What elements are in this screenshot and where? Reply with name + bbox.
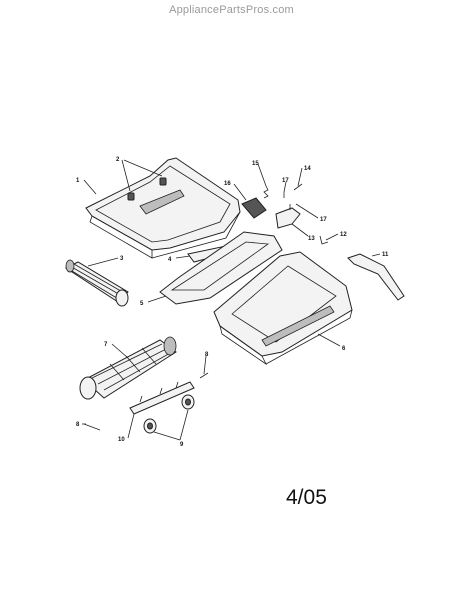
callout-2: 2 [116, 157, 120, 163]
part-wheel-2[interactable] [143, 418, 157, 434]
callout-7: 7 [104, 342, 108, 348]
callout-10: 10 [118, 437, 125, 443]
leader-lines [82, 159, 381, 441]
callout-6: 6 [342, 346, 346, 352]
part-switch-plate[interactable] [275, 207, 301, 229]
watermark-text: AppliancePartsPros.com [169, 4, 294, 16]
callout-9: 9 [180, 442, 184, 448]
part-front-bumper[interactable] [159, 231, 283, 305]
part-pin-right[interactable] [199, 372, 209, 379]
part-wheel-1[interactable] [181, 394, 195, 410]
part-spring[interactable] [263, 185, 269, 199]
callout-13: 13 [308, 236, 315, 242]
callout-16: 16 [224, 181, 231, 187]
callout-15: 15 [252, 161, 259, 167]
callout-14: 14 [304, 166, 311, 172]
callout-4: 4 [168, 257, 172, 263]
part-belt[interactable] [347, 253, 405, 301]
callout-17-right: 17 [320, 217, 327, 223]
revision-date: 4/05 [286, 486, 327, 509]
part-agitator-brushroll[interactable] [79, 336, 177, 400]
callout-5: 5 [140, 301, 144, 307]
part-hose-brush[interactable] [64, 259, 129, 307]
callout-11: 11 [382, 252, 389, 258]
part-top-cover[interactable] [85, 157, 241, 259]
callout-17-top: 17 [282, 178, 289, 184]
callout-8-left: 8 [76, 422, 80, 428]
callout-1: 1 [76, 178, 80, 184]
part-pin-top[interactable] [293, 183, 303, 191]
part-wheel-axle[interactable] [129, 381, 195, 415]
part-clip[interactable] [319, 235, 329, 245]
callout-12: 12 [340, 232, 347, 238]
callout-8-right: 8 [205, 352, 209, 358]
part-cover-clips[interactable] [127, 177, 167, 201]
callout-3: 3 [120, 256, 124, 262]
part-switch[interactable] [241, 197, 267, 219]
part-base-housing[interactable] [213, 251, 353, 366]
part-pin-left[interactable] [83, 423, 101, 431]
